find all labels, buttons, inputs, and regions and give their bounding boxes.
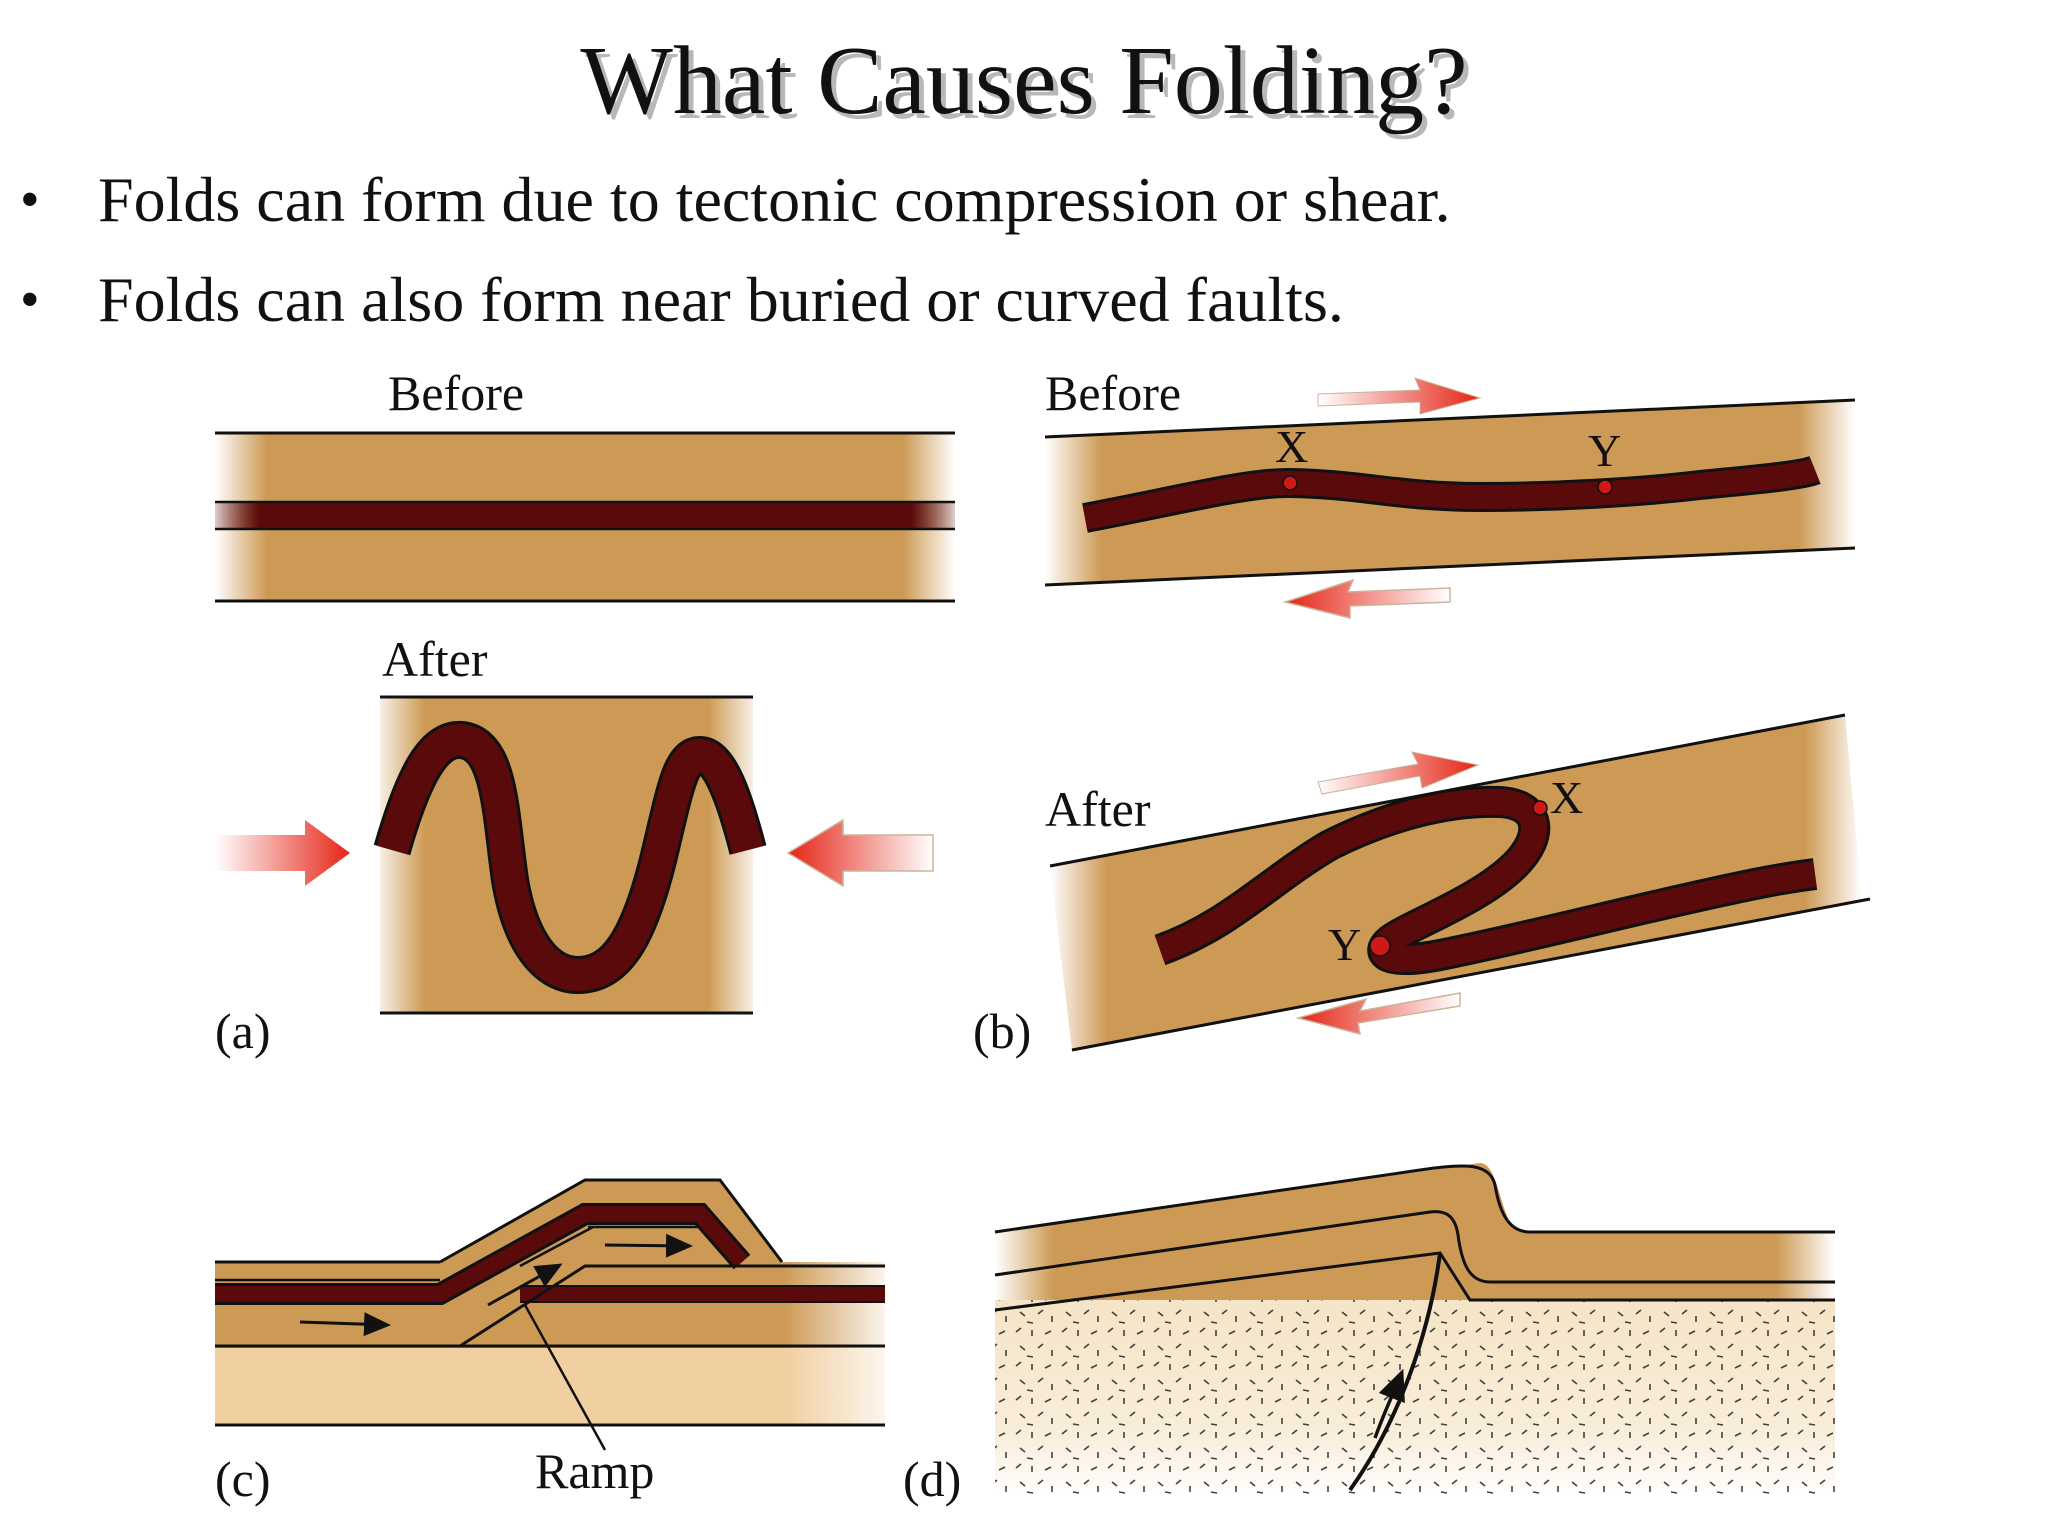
panel-b-caption: (b) <box>973 1003 1032 1059</box>
thrust-arrow-lower <box>299 1312 391 1337</box>
slide-title: What Causes Folding? <box>580 27 1468 135</box>
panel-b-point-y-label: Y <box>1588 425 1622 476</box>
point-x-marker-after <box>1532 800 1548 816</box>
bullet-item: • Folds can form due to tectonic compress… <box>20 150 1451 250</box>
point-x-marker <box>1282 475 1298 491</box>
thrust-arrow-upper <box>604 1233 693 1258</box>
bullet-dot-icon: • <box>20 169 40 231</box>
shear-arrow-top-before <box>1317 377 1482 415</box>
thrust-arrow-ramp <box>487 1263 563 1307</box>
panel-b-point-x-after-label: X <box>1550 772 1584 823</box>
panel-b-before-label: Before <box>1045 365 1182 421</box>
panel-b-point-x-label: X <box>1275 421 1309 472</box>
shear-arrow-bottom-after <box>1295 992 1461 1036</box>
ramp-leader-line <box>523 1304 607 1451</box>
compression-arrow-right <box>215 820 350 886</box>
panel-a-after-block <box>373 695 767 1015</box>
panel-a-before-block <box>215 431 955 603</box>
bullet-text: Folds can also form near buried or curve… <box>98 264 1344 335</box>
panel-d <box>994 1163 1835 1496</box>
point-y-marker <box>1597 479 1613 495</box>
shear-arrow-top-after <box>1317 751 1480 795</box>
panel-a-before-label: Before <box>388 365 525 421</box>
panel-b <box>1044 377 1871 1052</box>
bullet-list: • Folds can form due to tectonic compress… <box>20 150 1451 350</box>
compression-arrow-left <box>786 818 934 888</box>
panel-b-point-y-after-label: Y <box>1328 919 1362 970</box>
panel-a-after-label: After <box>382 631 488 687</box>
point-y-marker-after <box>1369 935 1391 957</box>
panel-d-caption: (d) <box>903 1451 962 1507</box>
curved-fault-line <box>1348 1252 1442 1492</box>
panel-a <box>215 431 955 1015</box>
bullet-item: • Folds can also form near buried or curv… <box>20 250 1451 350</box>
panel-c-caption: (c) <box>215 1451 271 1507</box>
panel-b-after-block <box>1049 713 1871 1052</box>
panel-c <box>215 1178 885 1451</box>
bullet-text: Folds can form due to tectonic compressi… <box>98 164 1451 235</box>
panel-c-ramp-label: Ramp <box>535 1443 655 1499</box>
panel-a-caption: (a) <box>215 1003 271 1059</box>
panel-b-before-block <box>1044 398 1856 587</box>
bullet-dot-icon: • <box>20 269 40 331</box>
fault-motion-arrow <box>1373 1368 1405 1439</box>
panel-b-after-label: After <box>1045 781 1151 837</box>
shear-arrow-bottom-before <box>1282 578 1451 619</box>
